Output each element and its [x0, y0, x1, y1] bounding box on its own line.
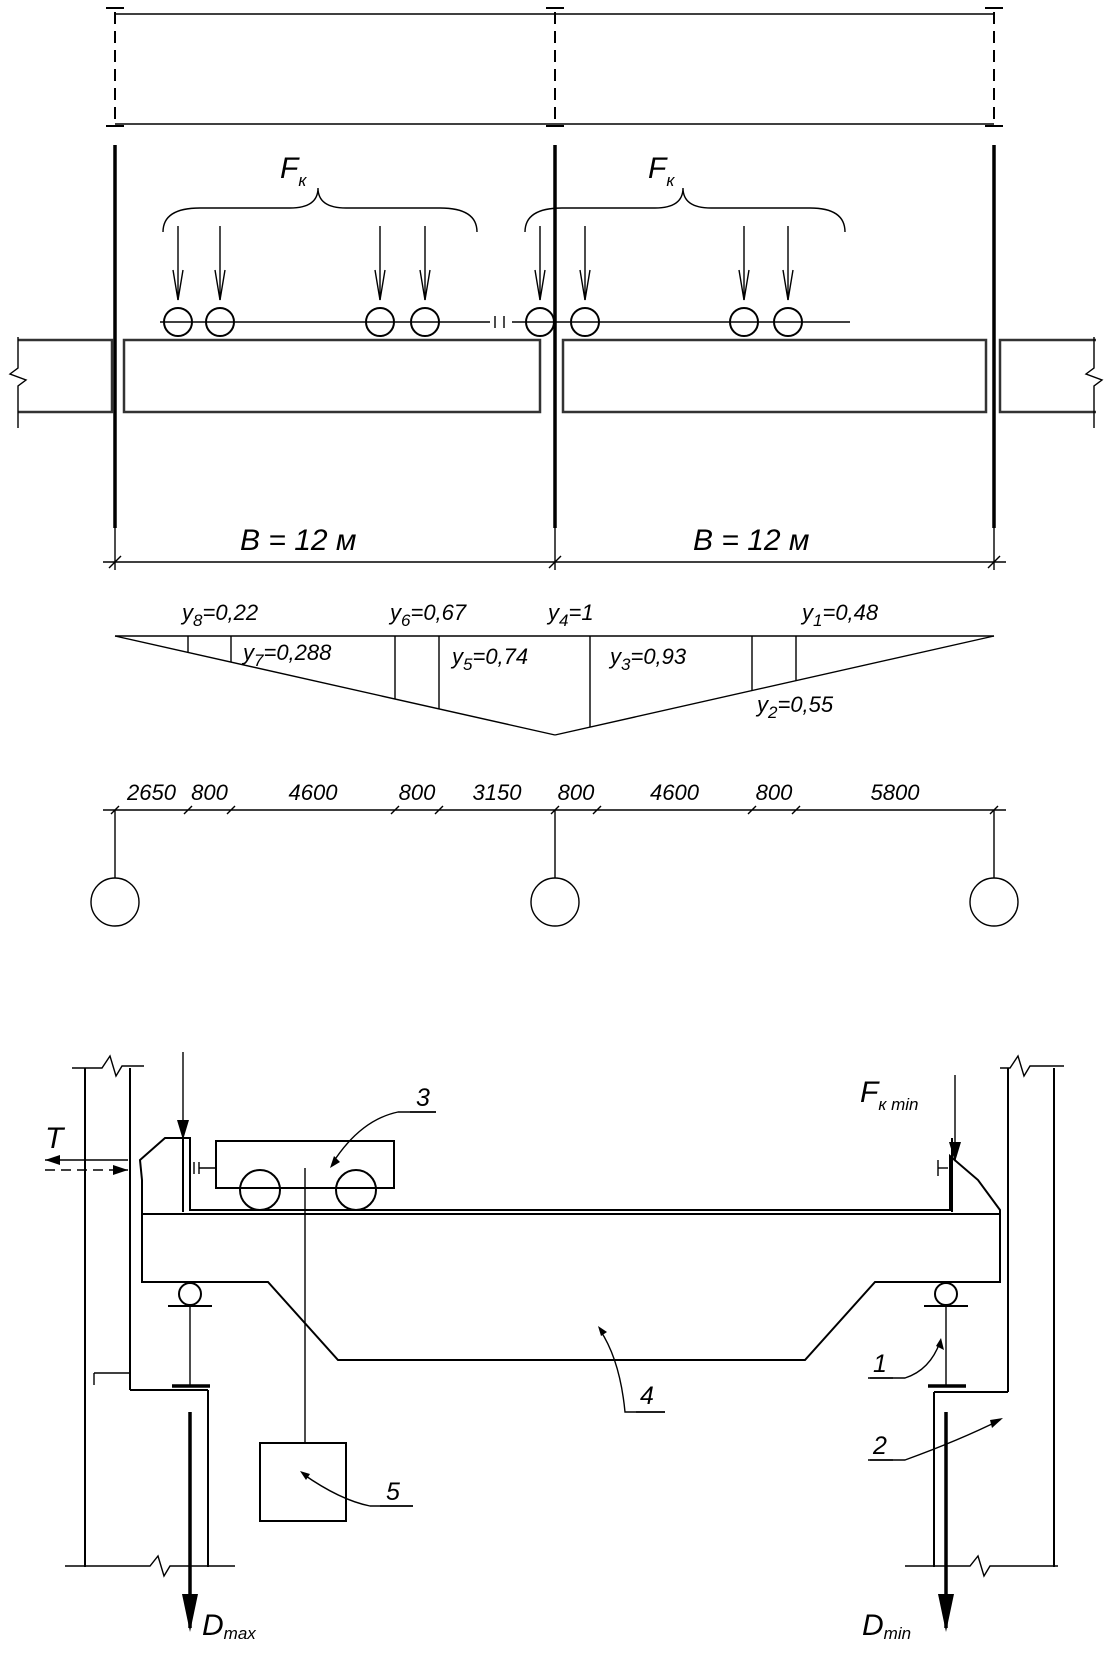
dimension-value: 3150 [473, 780, 523, 805]
wheel-load-arrowhead [374, 269, 386, 301]
influence-line [114, 635, 995, 736]
ordinate-y1: y1=0,48 [800, 600, 879, 630]
wheel-load-arrowhead [172, 269, 184, 301]
dimension-value: 800 [558, 780, 595, 805]
trolley [193, 1140, 948, 1211]
ordinate-y3: y3=0,93 [608, 644, 687, 674]
crane-wheel [410, 307, 440, 337]
dimension-value: 800 [191, 780, 228, 805]
crane-wheel [773, 307, 803, 337]
dimension-value: 800 [399, 780, 436, 805]
callout-1: 1 [873, 1350, 887, 1378]
dimension-value: 5800 [871, 780, 921, 805]
callout-3: 3 [416, 1084, 430, 1112]
crane-wheel [163, 307, 193, 337]
wheel-loads [163, 226, 803, 337]
column-left [65, 1054, 235, 1578]
axis-markers [90, 810, 1019, 927]
load-brace-left [162, 187, 478, 233]
ordinate-y6: y6=0,67 [388, 600, 467, 630]
brake-force-arrows [45, 1155, 128, 1175]
dimension-tick [747, 805, 757, 815]
dimension-tick [183, 805, 193, 815]
callout-2: 2 [872, 1432, 887, 1460]
crane-wheel [729, 307, 759, 337]
roof-frame [106, 7, 1003, 127]
ordinate-y8: y8=0,22 [180, 600, 258, 630]
ordinate-y5: y5=0,74 [450, 644, 528, 674]
load-brace-right [524, 187, 846, 233]
runway-beams [8, 337, 1104, 428]
callout-4: 4 [640, 1382, 654, 1410]
dimension-value: 4600 [650, 780, 700, 805]
wheel-load-arrowhead [579, 269, 591, 301]
span-left-label: B = 12 м [240, 524, 356, 557]
span-dimension [103, 528, 1006, 570]
wheel-load-arrowhead [534, 269, 546, 301]
columns [113, 145, 996, 528]
supports [168, 1282, 968, 1388]
wheel-load-arrowhead [738, 269, 750, 301]
dimension-tick [390, 805, 400, 815]
fk-min-label: Fк min [860, 1076, 918, 1114]
wheel-load-arrowhead [419, 269, 431, 301]
hook-load [259, 1168, 347, 1522]
dimension-tick [434, 805, 444, 815]
crane-wheels [160, 316, 850, 328]
dimension-value: 800 [756, 780, 793, 805]
crane-wheel [525, 307, 555, 337]
brake-force-label: T [45, 1122, 66, 1155]
callout-5: 5 [386, 1478, 400, 1506]
ordinate-y2: y2=0,55 [755, 692, 834, 722]
callout-leaders [300, 1111, 1003, 1507]
span-right-label: B = 12 м [693, 524, 809, 557]
wheel-load-arrowhead [782, 269, 794, 301]
load-label-left: Fк [280, 152, 307, 190]
dimension-value: 4600 [289, 780, 339, 805]
dimension-value: 2650 [126, 780, 177, 805]
crane-wheel [205, 307, 235, 337]
vertical-loads [177, 1052, 961, 1632]
column-right [905, 1054, 1064, 1578]
ordinate-y7: y7=0,288 [241, 640, 332, 670]
wheel-load-arrowhead [214, 269, 226, 301]
dimension-tick [226, 805, 236, 815]
dimension-chain: 2650 800 4600 800 3150 800 4600 800 5800 [103, 780, 1006, 815]
d-max-label: Dmax [202, 1609, 256, 1643]
load-label-right: Fк [648, 152, 675, 190]
dimension-tick [791, 805, 801, 815]
dimension-tick [592, 805, 602, 815]
d-min-label: Dmin [862, 1609, 911, 1643]
ordinate-y4: y4=1 [546, 600, 594, 630]
crane-wheel [570, 307, 600, 337]
crane-wheel [365, 307, 395, 337]
